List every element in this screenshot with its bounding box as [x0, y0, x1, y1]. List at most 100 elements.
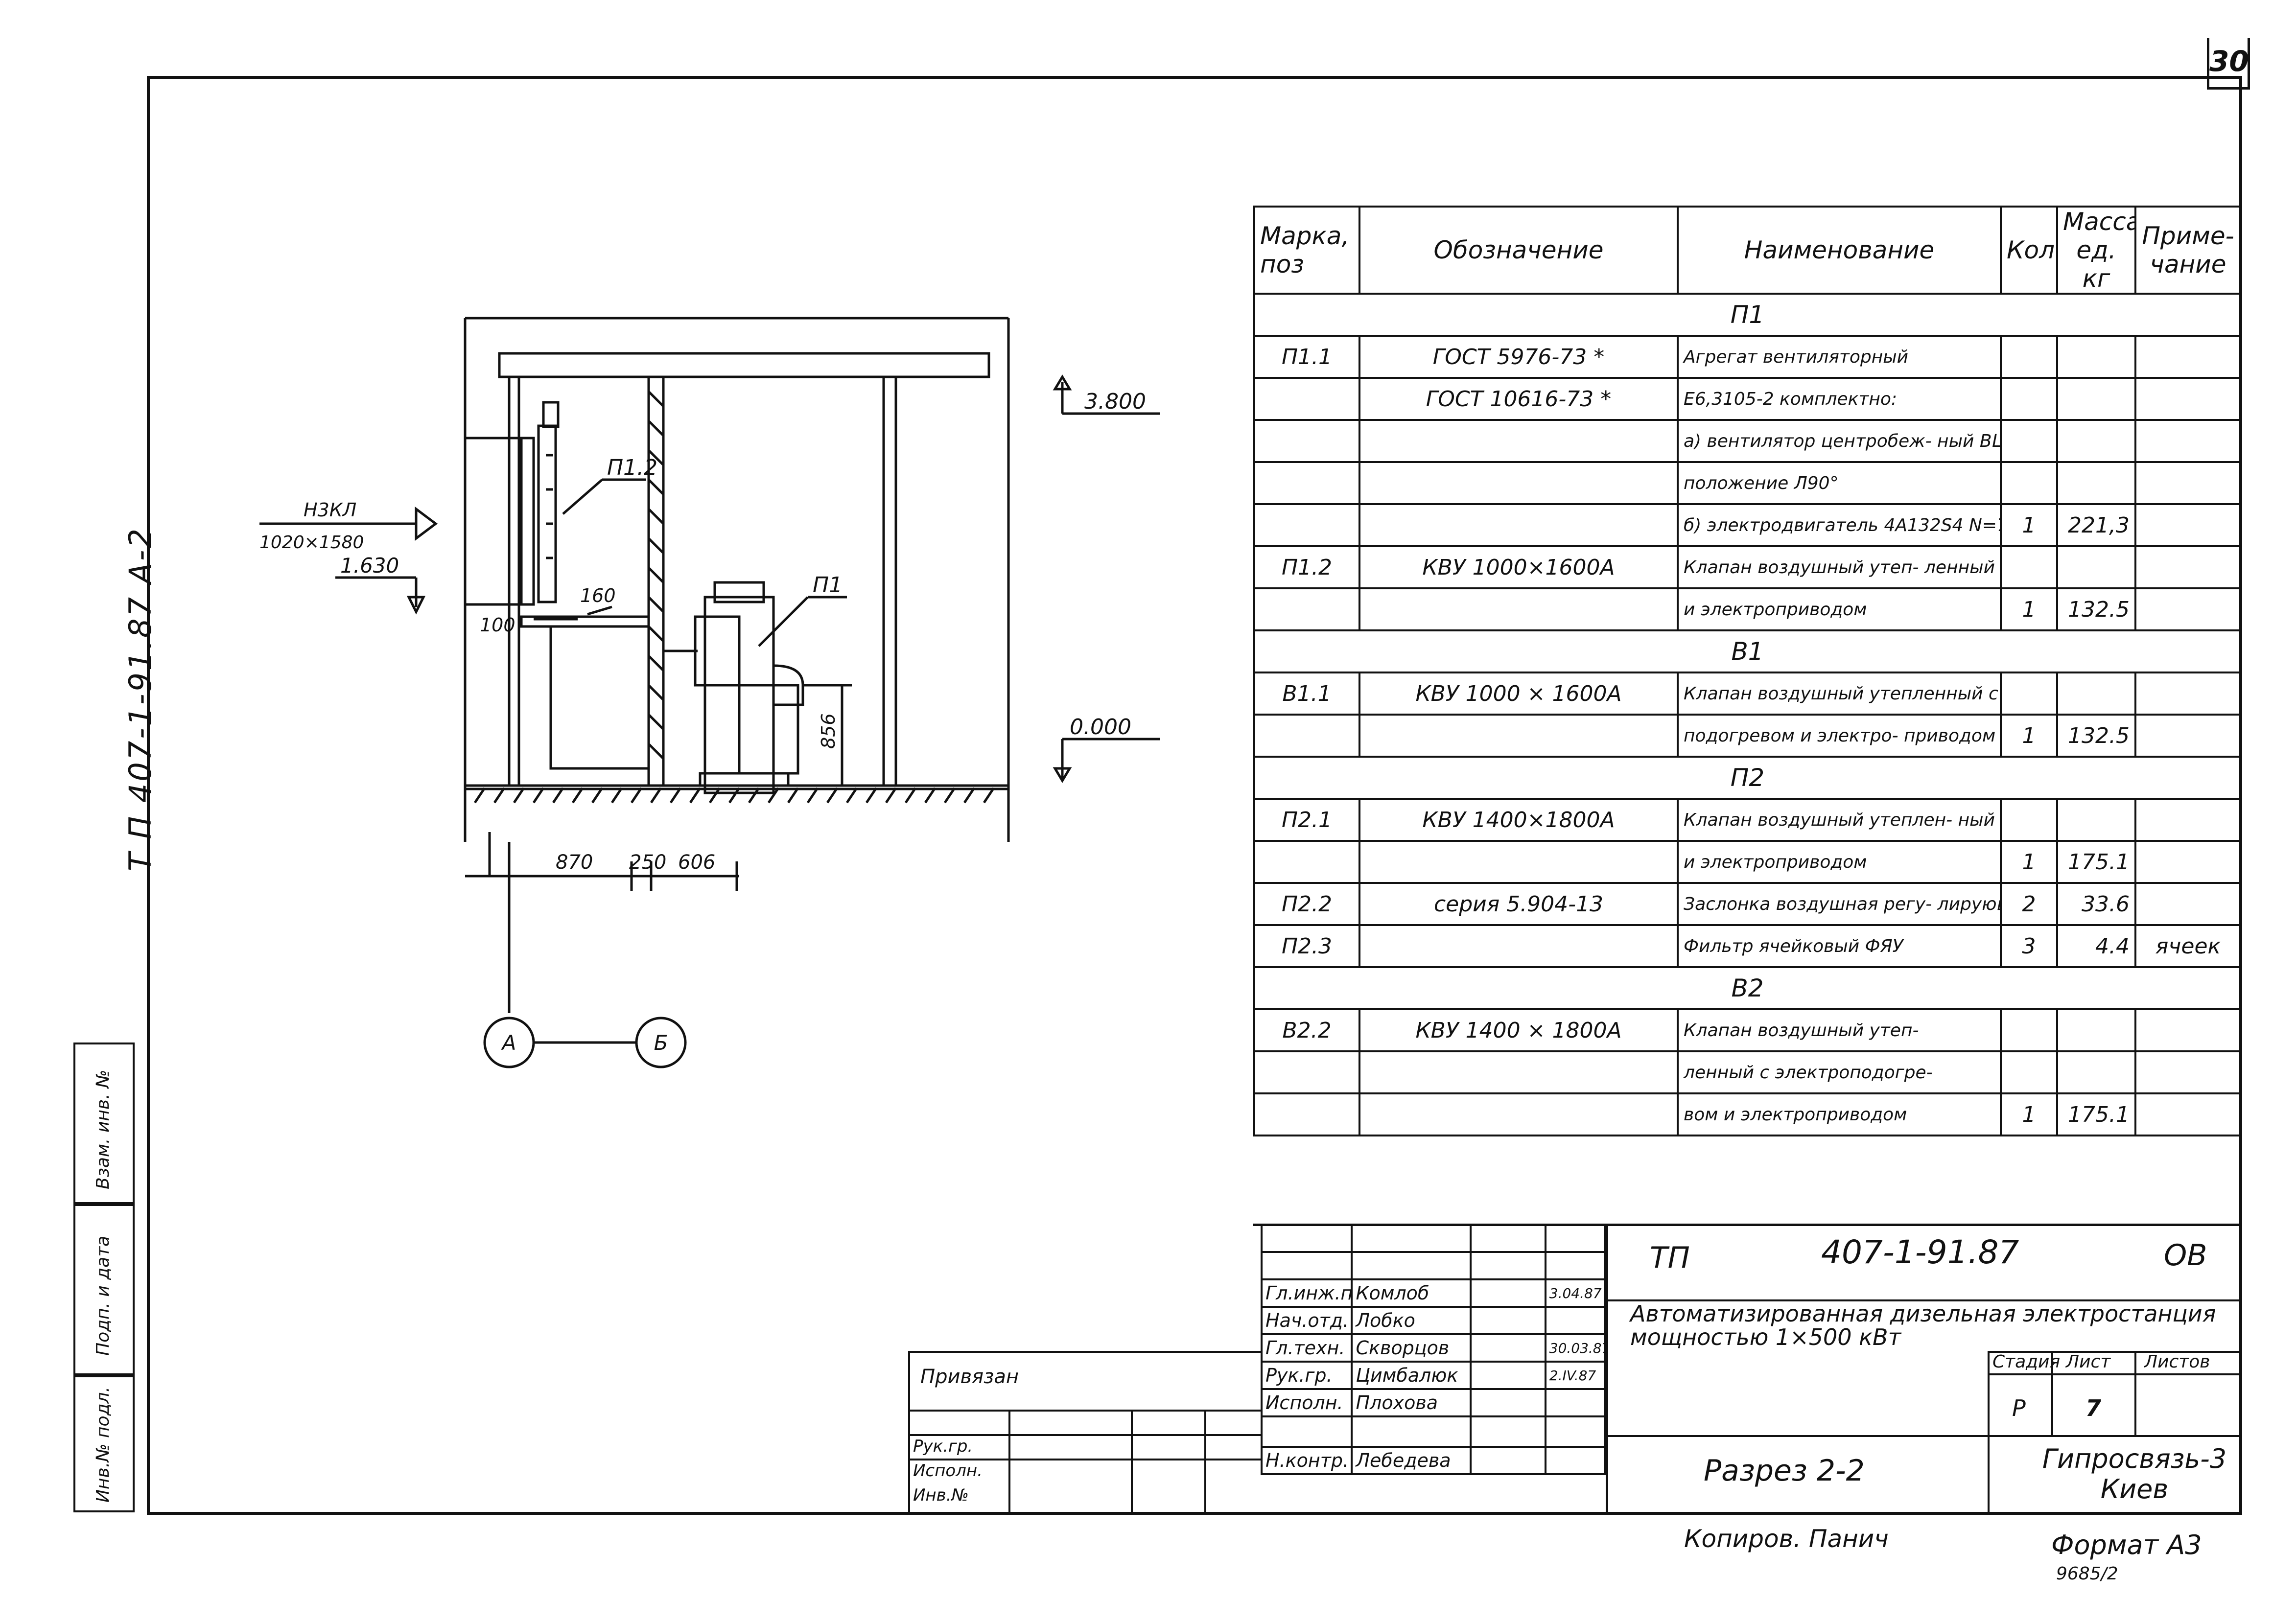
bound-line-3 [908, 1434, 1261, 1436]
format-label: Формат А3 [2051, 1529, 2202, 1560]
cell-mass: 175.1 [2056, 840, 2136, 884]
cell-mass: 132.5 [2056, 587, 2136, 631]
spec-row: положение Л90° [1253, 461, 2242, 505]
cell-designation [1359, 924, 1679, 968]
header-designation: Обозначение [1359, 206, 1679, 295]
staff-date: 30.03.87 [1544, 1333, 1606, 1363]
side-cell-inv-repl [73, 1043, 135, 1204]
dim-100: 100 [480, 614, 515, 636]
axis-a: А [501, 1031, 516, 1055]
cell-qty: 1 [2000, 714, 2058, 758]
sheets-label: Листов [2144, 1352, 2210, 1372]
bound-line-4 [908, 1459, 1261, 1460]
cell-name: Е6,3105-2 комплектно: [1677, 377, 2002, 421]
cell-mass: 221,3 [2056, 503, 2136, 547]
spec-section-row: П2 [1253, 756, 2242, 800]
staff-date [1544, 1388, 1606, 1417]
cell-note [2134, 377, 2242, 421]
staff-name: Комлоб [1351, 1278, 1472, 1308]
cell-mark: В1.1 [1253, 672, 1360, 716]
cell-mark [1253, 840, 1360, 884]
stamp-vline [1988, 1351, 1990, 1515]
cell-designation: ГОСТ 5976-73 * [1359, 335, 1679, 379]
staff-role: Рук.гр. [1260, 1361, 1353, 1390]
header-note: Приме- чание [2134, 206, 2242, 295]
header-name: Наименование [1677, 206, 2002, 295]
staff-empty-cell [1469, 1224, 1546, 1253]
cell-mark [1253, 1092, 1360, 1136]
label-p1-2: П1.2 [607, 455, 657, 480]
cell-mark: П1.2 [1253, 545, 1360, 589]
cell-name: Фильтр ячейковый ФЯУ [1677, 924, 2002, 968]
cell-mass [2056, 1050, 2136, 1094]
cell-name: подогревом и электро- приводом [1677, 714, 2002, 758]
drawing-frame [147, 76, 2242, 1515]
project-code: 407-1-91.87 [1821, 1233, 2019, 1271]
cell-qty: 1 [2000, 1092, 2058, 1136]
cell-note [2134, 1092, 2242, 1136]
cell-mass [2056, 545, 2136, 589]
staff-role: Гл.инж.пр. [1260, 1278, 1353, 1308]
stage-value: Р [2012, 1395, 2026, 1421]
cell-designation: серия 5.904-13 [1359, 882, 1679, 926]
sheet-label: Лист [2066, 1352, 2111, 1372]
cell-mark [1253, 503, 1360, 547]
header-mass: Масса ед. кг [2056, 206, 2136, 295]
header-mark: Марка, поз [1253, 206, 1360, 295]
staff-row: Н.контр.Лебедева [1260, 1446, 1606, 1475]
section-title: В2 [1253, 966, 2242, 1010]
staff-empty-cell [1544, 1224, 1606, 1253]
cell-name: Клапан воздушный утеп- ленный с электроп… [1677, 545, 2002, 589]
label-p1: П1 [813, 573, 843, 598]
cell-mark [1253, 714, 1360, 758]
cell-mass [2056, 1008, 2136, 1052]
cell-note [2134, 503, 2242, 547]
staff-sign [1469, 1278, 1546, 1308]
cell-note: ячеек [2134, 924, 2242, 968]
cell-note [2134, 545, 2242, 589]
cell-note [2134, 1050, 2242, 1094]
stamp-divider [1606, 1224, 1608, 1515]
stamp-line-3 [1988, 1351, 2240, 1353]
cell-designation [1359, 461, 1679, 505]
elev-1630: 1.630 [340, 554, 399, 578]
sheet-value: 7 [2085, 1395, 2102, 1421]
bound-top-line [908, 1351, 1261, 1353]
staff-empty-row [1260, 1251, 1606, 1280]
stamp-line-2 [1608, 1435, 2240, 1437]
staff-spacer-row [1260, 1415, 1606, 1448]
elev-3800: 3.800 [1084, 389, 1146, 414]
copied-by: Копиров. Панич [1684, 1525, 1889, 1553]
cell-qty [2000, 419, 2058, 463]
staff-row: Исполн.Плохова [1260, 1388, 1606, 1417]
elev-0000: 0.000 [1070, 715, 1131, 740]
cell-mark: В2.2 [1253, 1008, 1360, 1052]
dim-160: 160 [580, 585, 616, 606]
cell-name: Клапан воздушный утеплен- ный с электроп… [1677, 798, 2002, 842]
staff-table: Гл.инж.пр.Комлоб3.04.87Нач.отд.ЛобкоГл.т… [1260, 1224, 1606, 1475]
cell-qty: 3 [2000, 924, 2058, 968]
side-inv-orig: Инв.№ подл. [93, 1387, 113, 1503]
bind-row-1: Исполн. [913, 1461, 983, 1481]
bind-row-0: Рук.гр. [913, 1437, 973, 1456]
header-qty: Кол. [2000, 206, 2058, 295]
cell-qty [2000, 798, 2058, 842]
opening-size: 1020×1580 [259, 533, 364, 553]
cell-qty [2000, 1050, 2058, 1094]
cell-qty [2000, 461, 2058, 505]
cell-mass [2056, 461, 2136, 505]
cell-mass [2056, 335, 2136, 379]
cell-note [2134, 840, 2242, 884]
cell-qty [2000, 377, 2058, 421]
cell-mark: П2.2 [1253, 882, 1360, 926]
staff-name: Лобко [1351, 1306, 1472, 1335]
